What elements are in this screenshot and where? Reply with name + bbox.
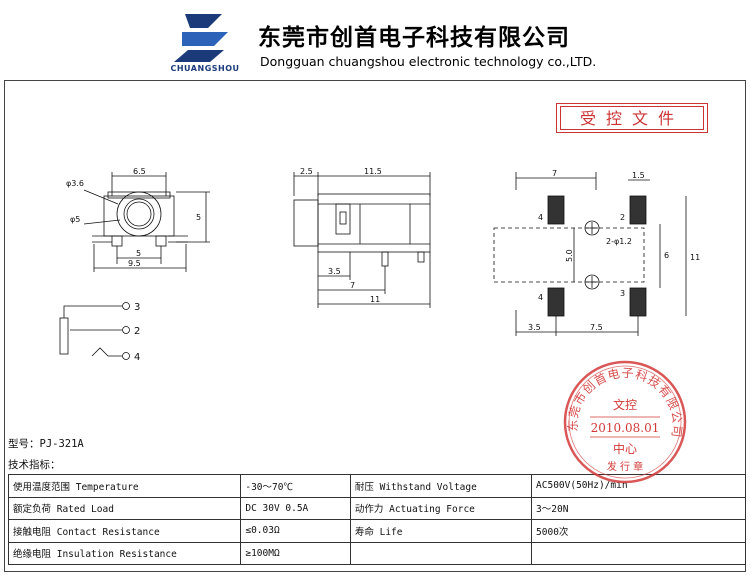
pad-label-1: 4 [538, 213, 543, 222]
dim-pcb-top: 7 [552, 169, 557, 178]
dim-front-height: 5 [196, 213, 201, 222]
table-cell: ≥100MΩ [240, 541, 351, 565]
dim-pcb-pad: 1.5 [632, 171, 645, 180]
dim-pcb-bl: 3.5 [528, 323, 541, 332]
document-seal: 东莞市创首电子科技有限公司 文控 2010.08.01 中心 发 行 章 [563, 360, 687, 484]
table-row: 接触电阻 Contact Resistance ≤0.03Ω 寿命 Life 5… [7, 519, 746, 543]
table-cell: DC 30V 0.5A [240, 496, 351, 520]
seal-release: 发 行 章 [607, 460, 643, 473]
spec-table: 使用温度范围 Temperature -30～70℃ 耐压 Withstand … [7, 474, 746, 565]
dim-front-d2: φ5 [70, 215, 80, 224]
dim-side-d: 7 [350, 281, 355, 290]
drawing-frame [4, 80, 746, 572]
table-cell: 额定负荷 Rated Load [7, 496, 242, 520]
sch-pin-3: 4 [134, 352, 140, 363]
dim-pcb-v3: 11 [690, 253, 700, 262]
dim-front-top: 6.5 [133, 167, 146, 176]
sch-pin-2: 2 [134, 326, 140, 337]
dim-front-d1: φ3.6 [66, 179, 84, 188]
model-number: 型号：PJ-321A [8, 438, 84, 450]
dim-side-b: 11.5 [364, 167, 382, 176]
schematic: 3 2 4 [59, 302, 140, 363]
table-cell: 寿命 Life [349, 519, 533, 543]
pcb-layout: 7 1.5 4 2 4 3 2-φ1.2 5.0 6 11 3.5 7.5 [493, 169, 700, 336]
table-cell: ≤0.03Ω [240, 519, 351, 543]
header: CHUANGSHOU 东莞市创首电子科技有限公司 Dongguan chuang… [0, 0, 750, 80]
dim-pcb-hole: 2-φ1.2 [606, 237, 632, 246]
table-cell: 3～20N [531, 496, 746, 520]
dim-side-a: 2.5 [300, 167, 313, 176]
seal-bottom: 中心 [613, 441, 637, 456]
table-cell: 绝缘电阻 Insulation Resistance [7, 541, 242, 565]
table-cell: 接触电阻 Contact Resistance [7, 519, 242, 543]
side-view: 2.5 11.5 3.5 7 11 [293, 167, 431, 308]
dim-front-pitch: 5 [136, 249, 141, 258]
logo-s-icon [174, 14, 228, 62]
sch-pin-1: 3 [134, 302, 140, 313]
dim-pcb-br: 7.5 [590, 323, 603, 332]
dim-pcb-v1: 5.0 [565, 249, 574, 262]
table-cell: 5000次 [531, 519, 746, 543]
front-view: 6.5 φ3.6 φ5 5 5 9.5 [66, 167, 210, 272]
seal-date: 2010.08.01 [591, 421, 660, 435]
pad-label-4: 3 [620, 289, 625, 298]
dim-pcb-v2: 6 [664, 251, 669, 260]
seal-middle: 文控 [613, 397, 637, 412]
pad-label-3: 4 [538, 293, 543, 302]
technical-drawing: 6.5 φ3.6 φ5 5 5 9.5 2.5 11.5 [59, 167, 700, 363]
table-cell [531, 541, 746, 565]
dim-side-e: 11 [370, 295, 380, 304]
logo-text: CHUANGSHOU [170, 64, 240, 73]
table-cell: 动作力 Actuating Force [349, 496, 533, 520]
controlled-document-box [556, 103, 708, 133]
table-cell: 耐压 Withstand Voltage [349, 474, 533, 498]
table-cell: 使用温度范围 Temperature [7, 474, 242, 498]
table-row: 绝缘电阻 Insulation Resistance ≥100MΩ [7, 541, 746, 565]
pad-label-2: 2 [620, 213, 625, 222]
company-logo: CHUANGSHOU [160, 6, 250, 76]
table-cell [349, 541, 533, 565]
company-name-cn: 东莞市创首电子科技有限公司 [258, 24, 570, 51]
controlled-document-label: 受控文件 [560, 106, 704, 130]
spec-title: 技术指标： [8, 459, 61, 471]
table-row: 使用温度范围 Temperature -30～70℃ 耐压 Withstand … [7, 474, 746, 498]
table-cell: -30～70℃ [240, 474, 351, 498]
dim-side-c: 3.5 [328, 267, 341, 276]
dim-front-width: 9.5 [128, 259, 141, 268]
company-name-en: Dongguan chuangshou electronic technolog… [260, 54, 597, 69]
table-row: 额定负荷 Rated Load DC 30V 0.5A 动作力 Actuatin… [7, 496, 746, 520]
